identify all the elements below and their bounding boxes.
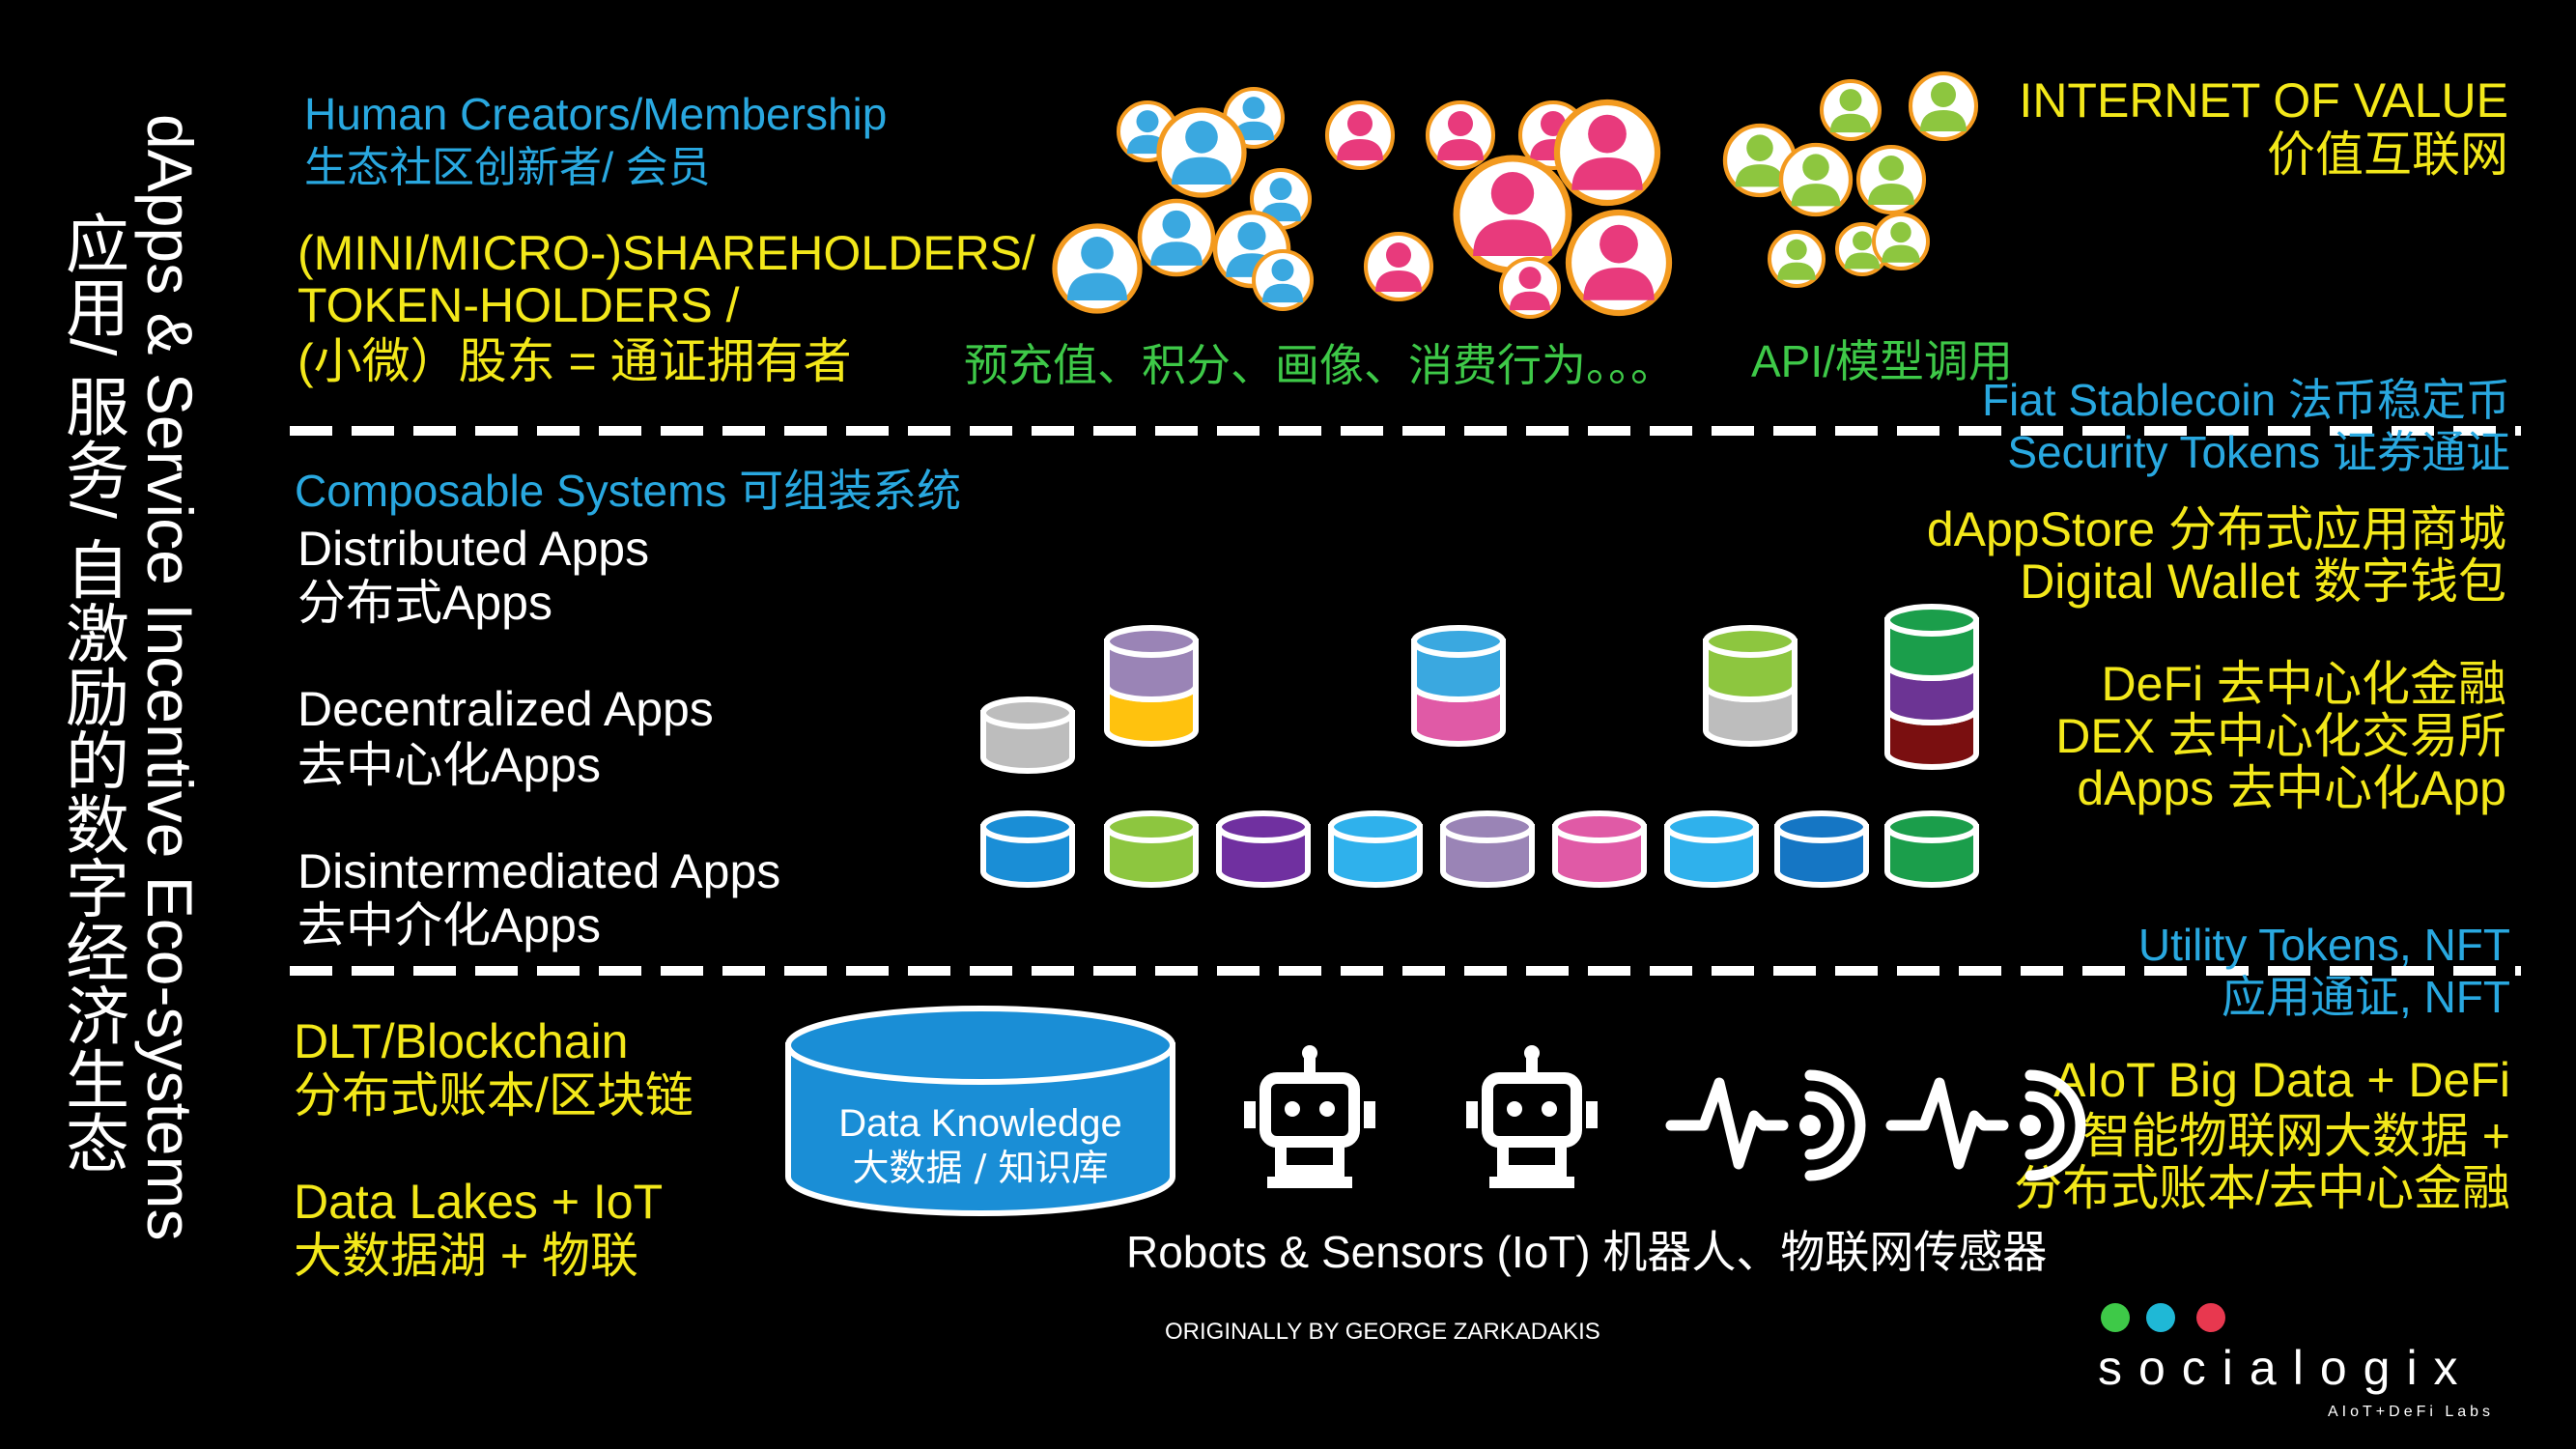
person-icon — [1453, 155, 1572, 274]
logo-tagline: AIoT+DeFi Labs — [2328, 1404, 2495, 1420]
shareholders-label: (MINI/MICRO-)SHAREHOLDERS/ — [297, 226, 1035, 280]
security-tokens-label: Security Tokens 证券通证 — [2007, 427, 2510, 477]
person-icon — [1872, 213, 1930, 270]
app-cylinder-icon — [1884, 810, 1979, 888]
app-cylinder-icon — [1411, 625, 1506, 747]
app-cylinder-icon — [1328, 810, 1423, 888]
human-creators-label: Human Creators/Membership — [304, 89, 888, 139]
logo-dot-red — [2196, 1303, 2225, 1332]
app-cylinder-icon — [980, 696, 1075, 774]
person-icon — [1137, 198, 1216, 277]
human-creators-cn-label: 生态社区创新者/ 会员 — [304, 144, 711, 191]
app-cylinder-icon — [1774, 810, 1869, 888]
person-icon — [1499, 257, 1561, 319]
robot-icon — [1466, 1045, 1598, 1188]
fiat-stablecoin-label: Fiat Stablecoin 法币稳定币 — [1981, 375, 2510, 425]
decentralized-apps-label: Decentralized Apps — [297, 682, 714, 736]
distributed-apps-cn-label: 分布式Apps — [297, 576, 552, 630]
separator-bottom — [290, 966, 2521, 976]
defi-label: DeFi 去中心化金融 — [2101, 657, 2506, 711]
person-icon — [1252, 249, 1314, 311]
app-cylinder-icon — [1440, 810, 1535, 888]
person-icon — [1156, 107, 1247, 198]
person-icon — [1778, 142, 1854, 217]
app-cylinder-icon — [980, 810, 1075, 888]
credit-label: ORIGINALLY BY GEORGE ZARKADAKIS — [1165, 1319, 1600, 1345]
digital-wallet-label: Digital Wallet 数字钱包 — [2020, 554, 2506, 609]
prepay-label: 预充值、积分、画像、消费行为。。。 — [964, 340, 1675, 390]
side-title-en: dApps & Service Incentive Eco-systems — [134, 114, 206, 1241]
decentralized-apps-cn-label: 去中心化Apps — [297, 738, 601, 792]
internet-of-value-label: INTERNET OF VALUE — [2019, 73, 2508, 128]
disintermediated-apps-cn-label: 去中介化Apps — [297, 898, 601, 952]
app-cylinder-icon — [1884, 604, 1979, 770]
shareholders-cn-label: (小微）股东 = 通证拥有者 — [297, 334, 852, 388]
sensor-signal-icon — [1885, 1069, 2086, 1181]
database-icon — [785, 1006, 1175, 1216]
app-cylinders — [980, 604, 1979, 888]
person-icon — [1908, 71, 1979, 142]
api-label: API/模型调用 — [1751, 336, 2013, 386]
dex-label: DEX 去中心化交易所 — [2055, 709, 2506, 763]
dlt-blockchain-label: DLT/Blockchain — [294, 1014, 629, 1068]
app-cylinder-icon — [1664, 810, 1759, 888]
dappstore-label: dAppStore 分布式应用商城 — [1926, 502, 2506, 556]
utility-tokens-label: Utility Tokens, NFT — [2137, 920, 2510, 970]
disintermediated-apps-label: Disintermediated Apps — [297, 844, 781, 898]
token-holders-label: TOKEN-HOLDERS / — [297, 278, 740, 332]
person-icon — [1565, 209, 1673, 317]
utility-tokens-cn-label: 应用通证, NFT — [2222, 972, 2510, 1022]
data-lakes-cn-label: 大数据湖 + 物联 — [294, 1229, 638, 1283]
composable-systems-label: Composable Systems 可组装系统 — [295, 466, 962, 516]
aiot-cn-label-2: 分布式账本/去中心金融 — [2014, 1161, 2510, 1215]
sensor-signal-icon — [1665, 1069, 1866, 1181]
app-cylinder-icon — [1104, 625, 1199, 747]
app-cylinder-icon — [1216, 810, 1311, 888]
robots-sensors-label: Robots & Sensors (IoT) 机器人、物联网传感器 — [1126, 1227, 2048, 1277]
person-icon — [1553, 99, 1661, 207]
person-icon — [1768, 230, 1826, 288]
logo-dot-cyan — [2146, 1303, 2175, 1332]
logo-name: socialogix — [2098, 1341, 2475, 1395]
person-icon — [1820, 79, 1882, 141]
app-cylinder-icon — [1104, 810, 1199, 888]
database-label-1: Data Knowledge — [838, 1102, 1122, 1145]
database-label-2: 大数据 / 知识库 — [853, 1147, 1109, 1189]
internet-of-value-cn-label: 价值互联网 — [2267, 128, 2508, 182]
person-icon — [1855, 144, 1927, 215]
people-icons — [1052, 71, 1979, 319]
person-icon — [1052, 223, 1143, 314]
dlt-blockchain-cn-label: 分布式账本/区块链 — [294, 1068, 694, 1122]
app-cylinder-icon — [1552, 810, 1647, 888]
separator-top — [290, 426, 2521, 436]
aiot-label: AIoT Big Data + DeFi — [2053, 1053, 2510, 1107]
person-icon — [1425, 99, 1496, 171]
side-title-cn: 应用/ 服务/ 自激励的数字经济生态 — [57, 211, 128, 1175]
person-icon — [1324, 99, 1396, 171]
app-cylinder-icon — [1703, 625, 1798, 747]
aiot-cn-label-1: 智能物联网大数据 + — [2081, 1109, 2510, 1163]
logo-dot-green — [2101, 1303, 2130, 1332]
dapps-label: dApps 去中心化App — [2077, 761, 2506, 815]
robot-icon — [1244, 1045, 1375, 1188]
person-icon — [1363, 231, 1434, 302]
data-lakes-label: Data Lakes + IoT — [294, 1175, 664, 1229]
distributed-apps-label: Distributed Apps — [297, 522, 650, 576]
